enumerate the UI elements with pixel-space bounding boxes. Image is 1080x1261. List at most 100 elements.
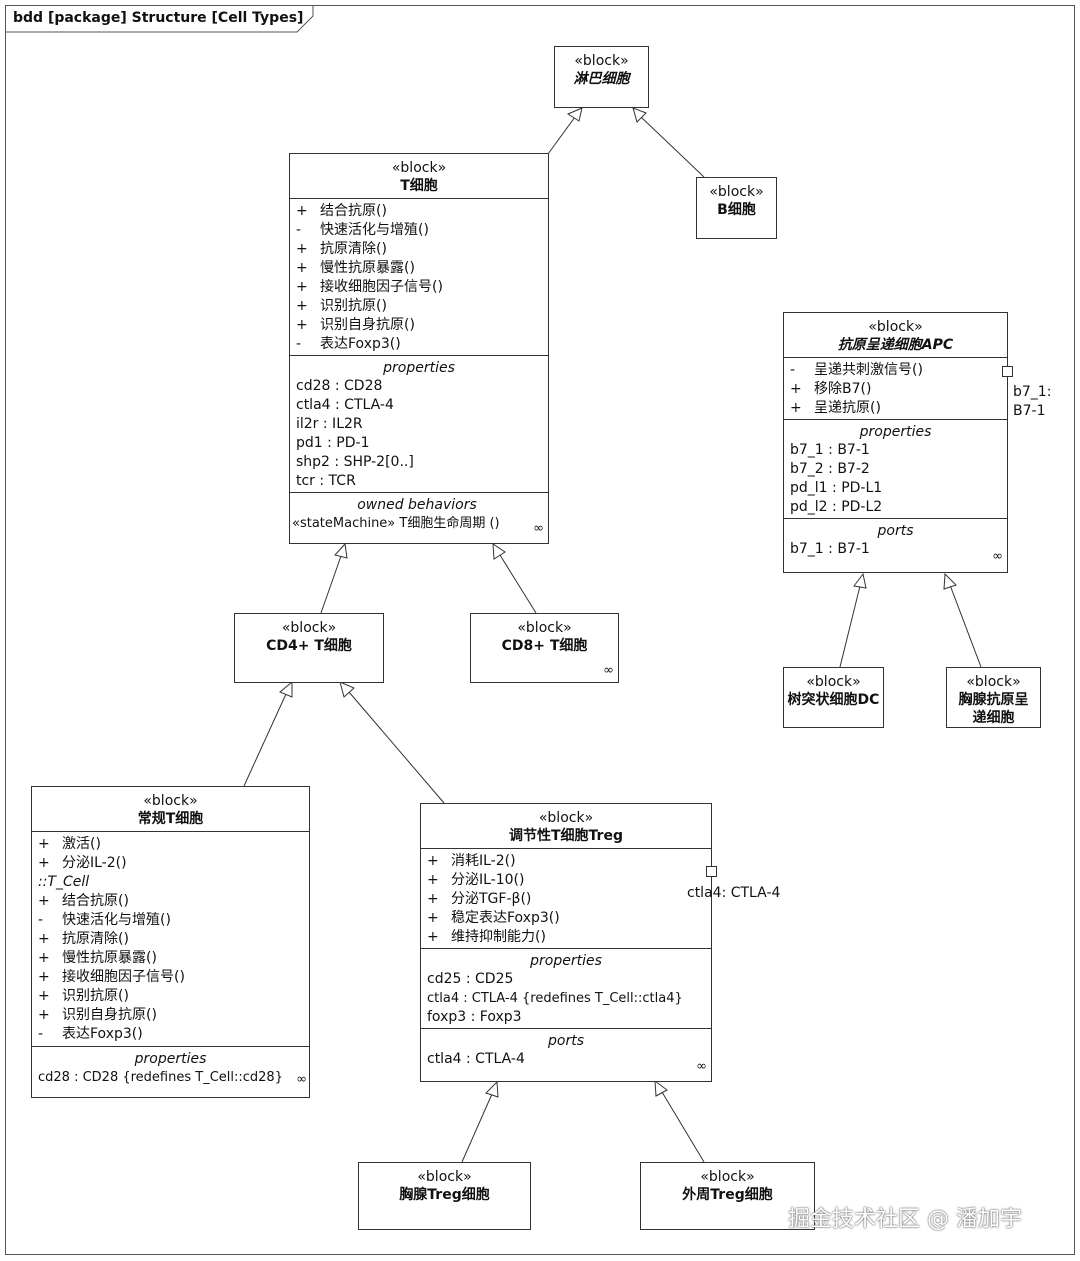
operation-row: -快速活化与增殖() <box>38 912 171 928</box>
port-row: b7_1 : B7-1 <box>790 541 870 557</box>
gen-head-bcell-lymph <box>632 107 647 123</box>
stereotype-label: «block» <box>868 319 923 335</box>
gen-head-periphtreg-treg <box>654 1079 668 1097</box>
block-name: 抗原呈递细胞APC <box>837 337 954 353</box>
operations-compartment: +激活() +分泌IL-2() ::T_Cell +结合抗原() -快速活化与增… <box>32 831 309 1046</box>
inherited-section-label: ::T_Cell <box>38 874 90 890</box>
compartment-title: properties <box>859 424 932 440</box>
gen-thymictreg-treg <box>461 1093 493 1163</box>
block-apc[interactable]: «block» 抗原呈递细胞APC -呈递共刺激信号() +移除B7() +呈递… <box>783 312 1008 573</box>
property-row: il2r : IL2R <box>296 416 363 432</box>
operation-row: +识别抗原() <box>38 988 129 1004</box>
stereotype-label: «block» <box>417 1169 472 1185</box>
stereotype-label: «block» <box>574 53 629 69</box>
block-name: 外周Treg细胞 <box>682 1187 773 1203</box>
operation-row: +结合抗原() <box>38 893 129 909</box>
block-name: CD8+ T细胞 <box>501 638 588 654</box>
operation-row: +识别自身抗原() <box>38 1007 157 1023</box>
property-row: foxp3 : Foxp3 <box>427 1009 522 1025</box>
stereotype-label: «block» <box>966 674 1021 690</box>
watermark-text: 掘金技术社区 @ 潘加宇 <box>788 1207 1022 1232</box>
operations-compartment: -呈递共刺激信号() +移除B7() +呈递抗原() <box>784 357 1007 419</box>
gen-head-dc-apc <box>853 572 867 589</box>
property-row: cd25 : CD25 <box>427 971 514 987</box>
port-row: ctla4 : CTLA-4 <box>427 1051 525 1067</box>
property-row: pd_l2 : PD-L2 <box>790 499 883 515</box>
block-t-cell[interactable]: «block» T细胞 +结合抗原() -快速活化与增殖() +抗原清除() +… <box>289 153 549 544</box>
operation-row: +激活() <box>38 836 101 852</box>
compartment-title: owned behaviors <box>357 497 477 513</box>
block-thymic-treg[interactable]: «block» 胸腺Treg细胞 <box>358 1162 531 1230</box>
block-treg[interactable]: «block» 调节性T细胞Treg +消耗IL-2() +分泌IL-10() … <box>420 803 712 1082</box>
frame-title: bdd [package] Structure [Cell Types] <box>13 10 304 26</box>
block-name-line1: 胸腺抗原呈 <box>958 692 1029 708</box>
properties-compartment: properties cd28 : CD28 ctla4 : CTLA-4 il… <box>290 355 548 492</box>
gen-dc-apc <box>839 585 861 668</box>
infinity-icon: ∞ <box>992 549 1003 564</box>
ports-compartment: ports ctla4 : CTLA-4 ∞ <box>421 1028 711 1076</box>
gen-head-cd8-tcell <box>492 543 506 560</box>
block-name: 树突状细胞DC <box>787 692 880 708</box>
property-row: ctla4 : CTLA-4 {redefines T_Cell::ctla4} <box>427 991 683 1006</box>
infinity-icon: ∞ <box>533 521 544 536</box>
infinity-icon: ∞ <box>696 1059 707 1074</box>
operations-compartment: +结合抗原() -快速活化与增殖() +抗原清除() +慢性抗原暴露() +接收… <box>290 198 548 355</box>
block-cd4-t-cell[interactable]: «block» CD4+ T细胞 <box>234 613 384 683</box>
infinity-icon: ∞ <box>296 1072 307 1087</box>
stereotype-label: «block» <box>281 620 337 636</box>
operation-row: -表达Foxp3() <box>296 336 401 352</box>
gen-head-treg-cd4 <box>339 681 355 698</box>
stereotype-label: «block» <box>143 793 198 809</box>
operation-row: +移除B7() <box>790 381 872 397</box>
gen-cd4-tcell <box>320 555 342 614</box>
operations-compartment: +消耗IL-2() +分泌IL-10() +分泌TGF-β() +稳定表达Fox… <box>421 848 711 948</box>
gen-head-conv-cd4 <box>279 680 293 698</box>
block-name: 常规T细胞 <box>137 811 204 827</box>
compartment-title: properties <box>530 953 602 969</box>
operation-row: +分泌IL-2() <box>38 855 127 871</box>
property-row: tcr : TCR <box>296 473 356 489</box>
behaviors-compartment: owned behaviors «stateMachine» T细胞生命周期 (… <box>290 492 548 538</box>
gen-thymicapc-apc <box>949 584 982 668</box>
diagram-frame <box>5 5 1075 1255</box>
operation-row: +抗原清除() <box>296 241 387 257</box>
port-label-ctla4: ctla4: CTLA-4 <box>687 885 781 901</box>
operation-row: -呈递共刺激信号() <box>790 362 923 378</box>
properties-compartment: properties b7_1 : B7-1 b7_2 : B7-2 pd_l1… <box>784 419 1007 518</box>
properties-compartment: properties cd25 : CD25 ctla4 : CTLA-4 {r… <box>421 948 711 1028</box>
block-lymphocyte[interactable]: «block» 淋巴细胞 <box>554 46 649 108</box>
port-b7-1[interactable] <box>1002 366 1013 377</box>
operation-row: +分泌IL-10() <box>427 872 525 888</box>
block-name: CD4+ T细胞 <box>266 638 352 654</box>
block-name: 胸腺Treg细胞 <box>399 1187 490 1203</box>
gen-bcell-lymph <box>640 116 705 178</box>
gen-periphtreg-treg <box>661 1091 705 1163</box>
operation-row: +接收细胞因子信号() <box>296 279 443 295</box>
block-conventional-t-cell[interactable]: «block» 常规T细胞 +激活() +分泌IL-2() ::T_Cell +… <box>31 786 310 1098</box>
infinity-icon: ∞ <box>603 663 614 678</box>
compartment-title: ports <box>877 523 914 539</box>
operation-row: +慢性抗原暴露() <box>38 950 157 966</box>
block-name-line2: 递细胞 <box>972 710 1015 726</box>
ports-compartment: ports b7_1 : B7-1 ∞ <box>784 518 1007 566</box>
block-peripheral-treg[interactable]: «block» 外周Treg细胞 <box>640 1162 815 1230</box>
block-name: 淋巴细胞 <box>573 71 630 87</box>
gen-head-thymictreg-treg <box>485 1080 499 1098</box>
operation-row: +消耗IL-2() <box>427 853 516 869</box>
block-b-cell[interactable]: «block» B细胞 <box>696 177 777 239</box>
compartment-title: properties <box>134 1051 207 1067</box>
block-name: T细胞 <box>400 178 438 194</box>
operation-row: +识别抗原() <box>296 298 387 314</box>
block-cd8-t-cell[interactable]: «block» CD8+ T细胞 ∞ <box>470 613 619 683</box>
stereotype-label: «block» <box>700 1169 755 1185</box>
compartment-title: properties <box>383 360 455 376</box>
properties-compartment: properties cd28 : CD28 {redefines T_Cell… <box>32 1046 309 1090</box>
stereotype-label: «block» <box>517 620 572 636</box>
block-thymic-apc[interactable]: «block» 胸腺抗原呈 递细胞 <box>946 667 1041 728</box>
port-ctla4[interactable] <box>706 866 717 877</box>
block-dendritic-cell[interactable]: «block» 树突状细胞DC <box>783 667 884 728</box>
gen-cd8-tcell <box>499 554 537 614</box>
property-row: b7_1 : B7-1 <box>790 442 870 458</box>
block-name: B细胞 <box>717 202 756 218</box>
